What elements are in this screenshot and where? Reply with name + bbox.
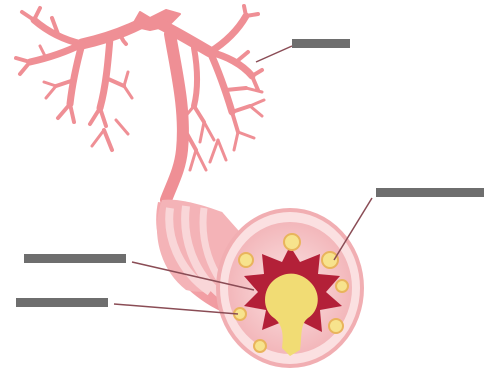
gland [284, 234, 300, 250]
label-mucus [16, 298, 108, 307]
gland [239, 253, 253, 267]
gland [329, 319, 343, 333]
bronchial-tree [16, 6, 264, 200]
right-branches [184, 6, 264, 170]
gland [336, 280, 348, 292]
label-airway-wall [376, 188, 484, 197]
gland [254, 340, 266, 352]
gland [322, 252, 338, 268]
label-bronchioles [292, 39, 350, 48]
leader-line-bronchioles [256, 46, 292, 62]
central-stem [166, 34, 183, 200]
label-smooth-muscle [24, 254, 126, 263]
bronchus-tube [156, 200, 362, 366]
